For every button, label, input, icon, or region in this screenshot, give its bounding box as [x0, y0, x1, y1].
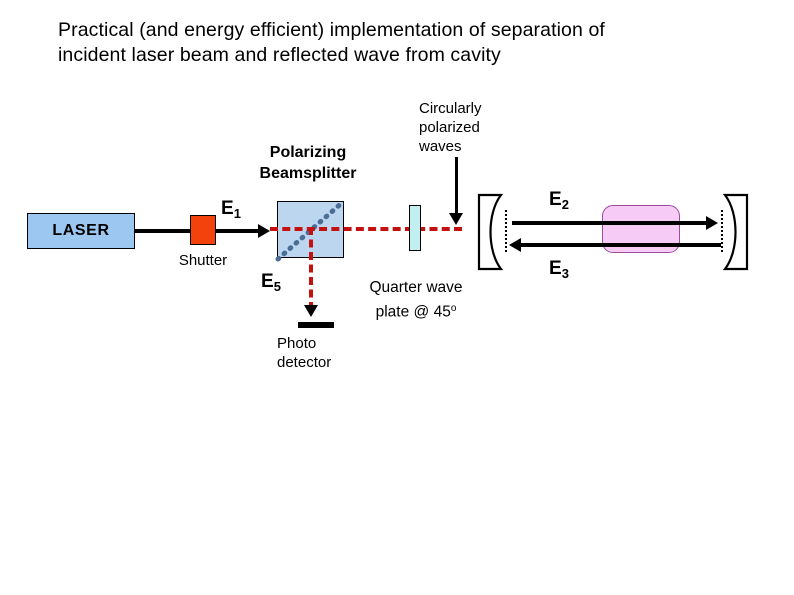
arrow-down-icon-circular-waves	[449, 213, 463, 225]
beam-polarized-to-detector	[309, 227, 313, 310]
laser-source-box[interactable]: LASER	[27, 213, 135, 249]
photo-detector-label: Photo detector	[277, 335, 332, 371]
beam-shutter-to-beamsplitter	[216, 229, 260, 233]
photo-detector-icon[interactable]	[298, 322, 334, 328]
page-title-line-2: incident laser beam and reflected wave f…	[58, 44, 501, 66]
concave-mirror-left-icon[interactable]	[477, 193, 503, 271]
field-label-e2: E2	[549, 190, 569, 214]
arrow-right-icon-intracavity-forward	[706, 216, 718, 230]
field-label-e1-index: 1	[233, 206, 241, 222]
quarter-wave-plate-label: Quarter wave plate @ 45o	[345, 256, 487, 323]
field-label-e5-index: 5	[273, 279, 281, 295]
page-title: Practical (and energy efficient) impleme…	[58, 18, 718, 68]
arrow-down-icon-to-detector	[304, 305, 318, 317]
field-label-e2-index: 2	[561, 197, 569, 213]
field-label-e5-symbol: E	[261, 271, 274, 292]
field-label-e1: E1	[221, 199, 241, 223]
field-label-e3-index: 3	[561, 266, 569, 282]
beam-intracavity-return	[521, 243, 721, 247]
quarter-wave-plate-icon[interactable]	[409, 205, 421, 251]
field-label-e3-symbol: E	[549, 258, 562, 279]
field-label-e5: E5	[261, 272, 281, 296]
quarter-wave-plate-label-text: Quarter wave plate @ 45	[369, 279, 463, 321]
page-title-line-1: Practical (and energy efficient) impleme…	[58, 19, 605, 41]
arrow-left-icon-intracavity-return	[509, 238, 521, 252]
arrow-right-icon-incident	[258, 224, 270, 238]
concave-mirror-right-icon[interactable]	[723, 193, 749, 271]
beam-laser-to-shutter	[135, 229, 191, 233]
annotation-leader-line-circular-waves	[455, 157, 458, 217]
mirror-right-reflective-face	[721, 210, 723, 252]
field-label-e3: E3	[549, 259, 569, 283]
beam-intracavity-forward	[512, 221, 710, 225]
beam-polarized-horizontal	[270, 227, 462, 231]
beamsplitter-label: Polarizing Beamsplitter	[259, 144, 357, 182]
field-label-e1-symbol: E	[221, 198, 234, 219]
field-label-e2-symbol: E	[549, 189, 562, 210]
circularly-polarized-waves-label: Circularly polarized waves	[419, 100, 482, 155]
shutter-icon[interactable]	[190, 215, 216, 245]
laser-label: LASER	[52, 222, 110, 239]
mirror-left-reflective-face	[505, 210, 507, 252]
degree-symbol: o	[450, 303, 457, 314]
shutter-label: Shutter	[178, 252, 228, 269]
